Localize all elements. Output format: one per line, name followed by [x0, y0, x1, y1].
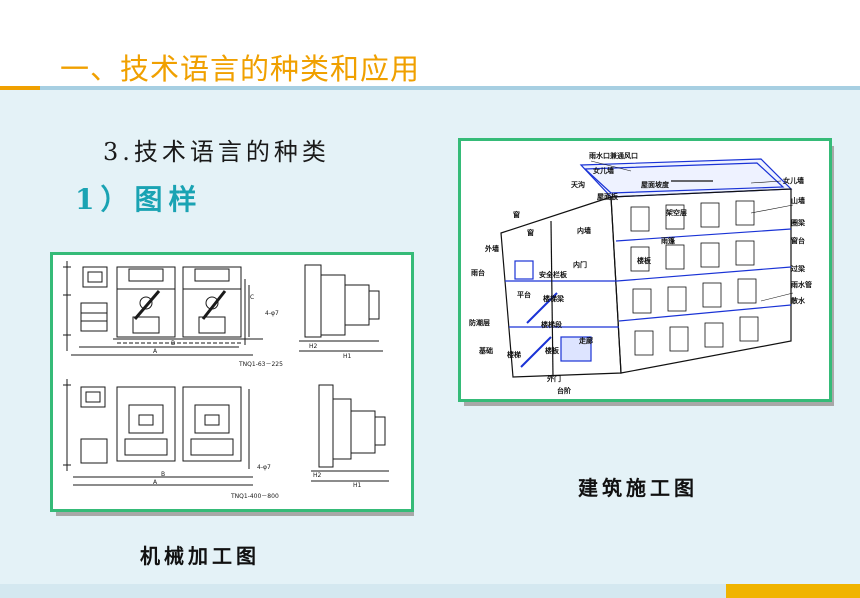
label-flight: 楼梯段 [541, 320, 562, 329]
subsection-heading: 1）图样 [75, 183, 203, 216]
label-ring-beam: 圈梁 [791, 218, 806, 227]
mechanical-drawing-frame: B A 4-φ7 C H2 H1 TNQ1-63－225 B A 4-φ7 H2… [50, 252, 414, 512]
label-landing: 平台 [517, 290, 531, 299]
mechanical-drawing: B A 4-φ7 C H2 H1 TNQ1-63－225 B A 4-φ7 H2… [63, 261, 389, 500]
building-caption: 建筑施工图 [578, 476, 698, 500]
footer-accent [726, 584, 860, 598]
mechanical-caption: 机械加工图 [140, 544, 260, 568]
label-floor-slab: 楼板 [637, 256, 652, 265]
label-outer-wall: 外墙 [485, 244, 499, 253]
dim-a-bottom: A [153, 479, 158, 486]
dim-b-bottom: B [161, 471, 165, 478]
label-rain-vent: 雨水口兼通风口 [589, 151, 638, 160]
header-band [0, 0, 860, 88]
label-gable: 山墙 [791, 196, 805, 205]
title-rule-accent [0, 86, 40, 90]
label-floor-mid: 楼板 [545, 346, 560, 355]
label-roof-slope: 屋面坡度 [641, 180, 670, 189]
label-window-sill: 窗台 [791, 236, 805, 245]
label-roof-slab: 屋面板 [597, 192, 619, 201]
label-step: 台阶 [557, 386, 572, 395]
dim-h2-top: H2 [309, 343, 318, 350]
building-drawing: 雨水口兼通风口 女儿墙 天沟 屋面板 屋面坡度 架空层 女儿墙 山墙 圈梁 窗台… [469, 151, 812, 395]
slide-title: 一、技术语言的种类和应用 [60, 52, 421, 86]
label-exterior-door: 外门 [547, 374, 561, 383]
label-damp-course: 防潮层 [469, 318, 490, 327]
dim-4phi-top: 4-φ7 [265, 310, 279, 317]
label-overhead: 架空层 [665, 208, 687, 217]
dim-c-top: C [250, 294, 254, 301]
label-balcony: 雨台 [471, 268, 485, 277]
label-foundation: 基础 [478, 346, 493, 355]
label-landing-beam: 楼梯梁 [543, 294, 565, 303]
label-stair-rail: 安全栏板 [539, 270, 568, 279]
dim-a-top: A [153, 348, 158, 355]
label-drain: 雨水管 [791, 280, 812, 289]
label-parapet-a: 女儿墙 [593, 166, 614, 175]
label-window: 窗 [513, 210, 520, 219]
model-label-bottom: TNQ1-400－800 [230, 493, 279, 500]
label-gutter: 天沟 [571, 180, 585, 189]
label-apron: 散水 [791, 296, 806, 305]
title-rule [40, 86, 860, 90]
label-beam: 过梁 [791, 264, 806, 273]
footer-band [0, 584, 860, 598]
label-partition: 内墙 [577, 226, 591, 235]
label-inner-door: 内门 [573, 260, 587, 269]
dim-4phi-bottom: 4-φ7 [257, 464, 271, 471]
section-heading: 3.技术语言的种类 [103, 138, 330, 166]
building-drawing-frame: 雨水口兼通风口 女儿墙 天沟 屋面板 屋面坡度 架空层 女儿墙 山墙 圈梁 窗台… [458, 138, 832, 402]
label-canopy: 雨篷 [661, 236, 676, 245]
label-parapet-b: 女儿墙 [783, 176, 804, 185]
label-hallway: 走廊 [579, 336, 593, 345]
dim-b-top: B [171, 340, 175, 347]
label-stair-base: 楼梯 [507, 350, 521, 359]
dim-h2-bottom: H2 [313, 472, 322, 479]
dim-h1-top: H1 [343, 353, 352, 360]
dim-h1-bottom: H1 [353, 482, 362, 489]
model-label-top: TNQ1-63－225 [238, 361, 283, 368]
label-window-2: 窗 [527, 228, 534, 237]
